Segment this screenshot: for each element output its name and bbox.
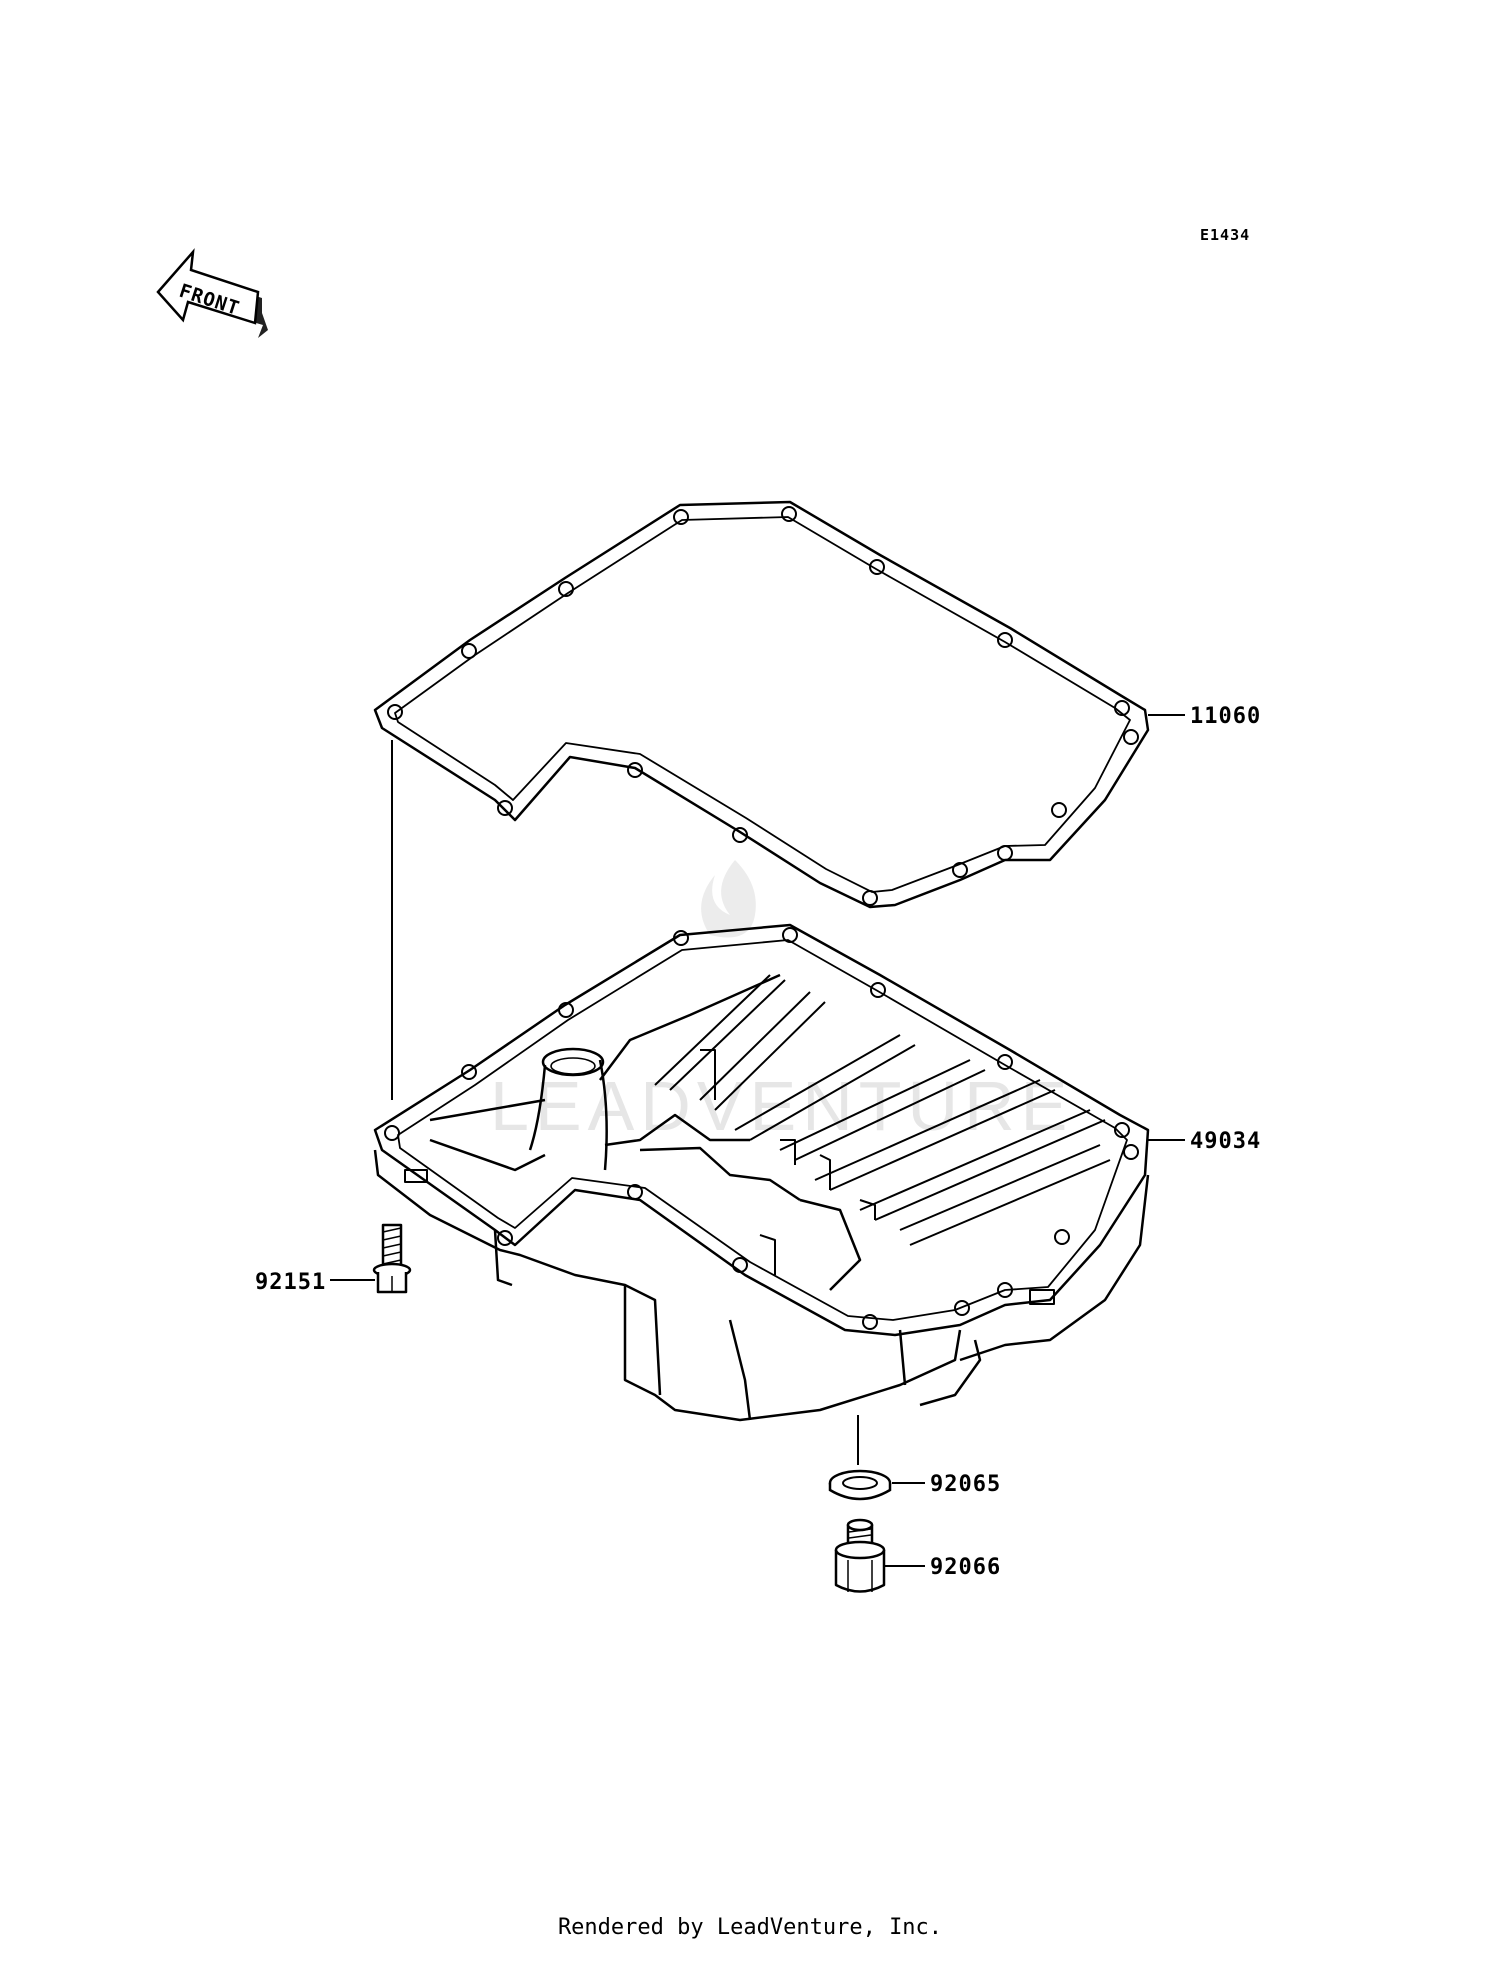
gasket — [373, 500, 1150, 909]
watermark-text: LEADVENTURE — [490, 1067, 1073, 1145]
washer — [828, 1469, 892, 1501]
part-number-92065: 92065 — [930, 1472, 1001, 1497]
diagram-code: E1434 — [1200, 226, 1250, 244]
drain-plug — [834, 1518, 886, 1593]
part-number-49034: 49034 — [1190, 1129, 1261, 1154]
watermark-flame-icon — [701, 860, 756, 938]
leader-92065-line — [857, 1415, 925, 1484]
front-arrow-icon: FRONT — [156, 248, 268, 338]
bolt — [372, 1223, 412, 1294]
part-number-92066: 92066 — [930, 1555, 1001, 1580]
leader-92151 — [330, 740, 393, 1281]
part-number-92151: 92151 — [255, 1270, 326, 1295]
oil-pan — [373, 923, 1150, 1422]
part-number-11060: 11060 — [1190, 704, 1261, 729]
footer-credit: Rendered by LeadVenture, Inc. — [557, 1915, 943, 1940]
